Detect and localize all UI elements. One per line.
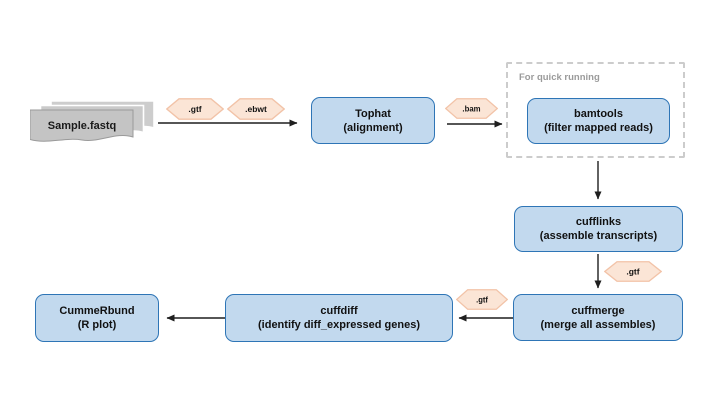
node-cuffdiff: cuffdiff (identify diff_expressed genes) (225, 294, 453, 342)
node-cummerbund: CummeRbund (R plot) (35, 294, 159, 342)
stacked-sheets (30, 100, 155, 142)
node-title: cuffmerge (571, 304, 625, 317)
badge-gtf-cuffmerge-out: .gtf (456, 289, 508, 310)
node-subtitle: (assemble transcripts) (539, 230, 658, 242)
node-subtitle: (filter mapped reads) (544, 122, 653, 134)
document-stack-icon: Sample.fastq (30, 100, 155, 142)
badge-label: .gtf (476, 295, 488, 304)
group-label: For quick running (519, 72, 600, 83)
node-cuffmerge: cuffmerge (merge all assembles) (513, 294, 683, 341)
badge-label: .gtf (626, 267, 639, 277)
hexagon-shape (227, 98, 285, 120)
node-title: cufflinks (575, 216, 622, 228)
node-title: bamtools (574, 108, 623, 120)
node-title: cuffdiff (320, 305, 358, 317)
badge-label: .ebwt (245, 104, 267, 114)
node-title: Tophat (355, 107, 391, 120)
node-subtitle: (alignment) (343, 121, 403, 134)
hexagon-shape (604, 261, 662, 282)
node-subtitle: (identify diff_expressed genes) (258, 319, 420, 331)
hexagon-shape (445, 98, 498, 119)
node-title: CummeRbund (59, 305, 135, 317)
badge-bam: .bam (445, 98, 498, 119)
badge-label: .gtf (188, 104, 201, 114)
badge-ebwt: .ebwt (227, 98, 285, 120)
node-bamtools: bamtools (filter mapped reads) (527, 98, 670, 144)
badge-gtf-cufflinks-out: .gtf (604, 261, 662, 282)
source-label: Sample.fastq (48, 120, 116, 132)
badge-label: .bam (462, 104, 480, 113)
node-tophat: Tophat (alignment) (311, 97, 435, 144)
hexagon-shape (456, 289, 508, 310)
node-subtitle: (merge all assembles) (540, 318, 656, 331)
quick-running-group: For quick running (506, 62, 685, 158)
node-cufflinks: cufflinks (assemble transcripts) (514, 206, 683, 252)
node-subtitle: (R plot) (77, 319, 117, 331)
badge-gtf-input: .gtf (166, 98, 224, 120)
hexagon-shape (166, 98, 224, 120)
